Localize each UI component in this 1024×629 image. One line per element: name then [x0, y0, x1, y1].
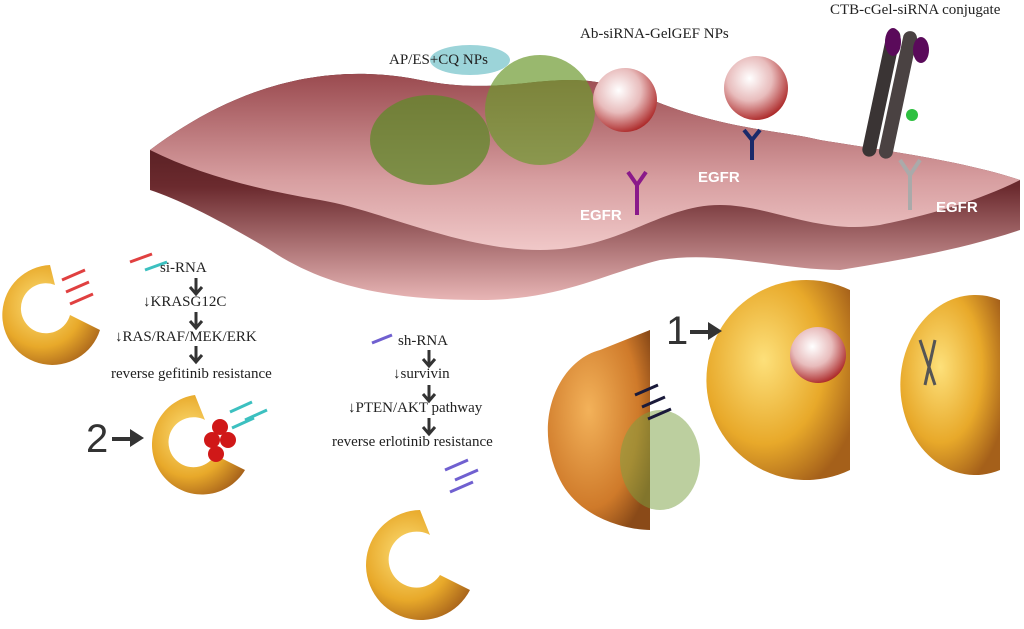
pathway-step: ↓survivin	[393, 366, 450, 382]
pathway-shrna: sh-RNA ↓survivin ↓PTEN/AKT pathway rever…	[332, 333, 493, 450]
egfr-receptors	[626, 128, 922, 215]
down-arrow-icon	[421, 418, 437, 437]
label-ab-sirna-gelgef-nps: Ab-siRNA-GelGEF NPs	[580, 26, 729, 42]
pathway-step: reverse gefitinib resistance	[111, 366, 272, 382]
nanoparticle-sphere	[593, 68, 657, 132]
pathway-sirna: si-RNA ↓KRASG12C ↓RAS/RAF/MEK/ERK revers…	[111, 260, 272, 382]
label-egfr: EGFR	[936, 199, 978, 216]
down-arrow-icon	[188, 278, 204, 297]
pathway-step: ↓RAS/RAF/MEK/ERK	[115, 329, 257, 345]
label-ctb-cgel-sirna-conjugate: CTB-cGel-siRNA conjugate	[830, 2, 1001, 18]
marker-2: 2	[86, 417, 108, 461]
down-arrow-icon	[421, 385, 437, 404]
label-egfr: EGFR	[580, 207, 622, 224]
down-arrow-icon	[188, 346, 204, 365]
pathway-step: ↓KRASG12C	[143, 294, 226, 310]
encapsulated-conjugate	[918, 339, 937, 386]
red-spheres	[204, 419, 236, 462]
down-arrow-icon	[188, 312, 204, 331]
pathway-step: reverse erlotinib resistance	[332, 434, 493, 450]
label-ap-es-cq-nps: AP/ES+CQ NPs	[389, 52, 488, 68]
cell-membrane	[150, 73, 1020, 300]
carrier-2	[151, 395, 245, 495]
ap-es-cq-nanoparticles	[370, 45, 595, 185]
pathway-step: ↓PTEN/AKT pathway	[348, 400, 483, 416]
carrier-shrna	[366, 510, 470, 620]
pathway-step: sh-RNA	[398, 333, 448, 349]
ab-sirna-nanoparticle	[724, 56, 788, 120]
down-arrow-icon	[421, 350, 437, 369]
pathway-step: si-RNA	[160, 260, 207, 276]
arrow-right-icon	[690, 322, 722, 340]
carrier-sirna-left	[2, 265, 100, 365]
label-egfr: EGFR	[698, 169, 740, 186]
arrow-right-icon	[112, 429, 144, 447]
drug-molecules	[620, 410, 700, 510]
rna-strands	[61, 252, 672, 494]
gold-hemisphere-2	[900, 295, 1000, 475]
encapsulated-nanoparticle	[790, 327, 846, 383]
marker-1: 1	[666, 309, 688, 353]
ctb-conjugate	[862, 28, 929, 159]
